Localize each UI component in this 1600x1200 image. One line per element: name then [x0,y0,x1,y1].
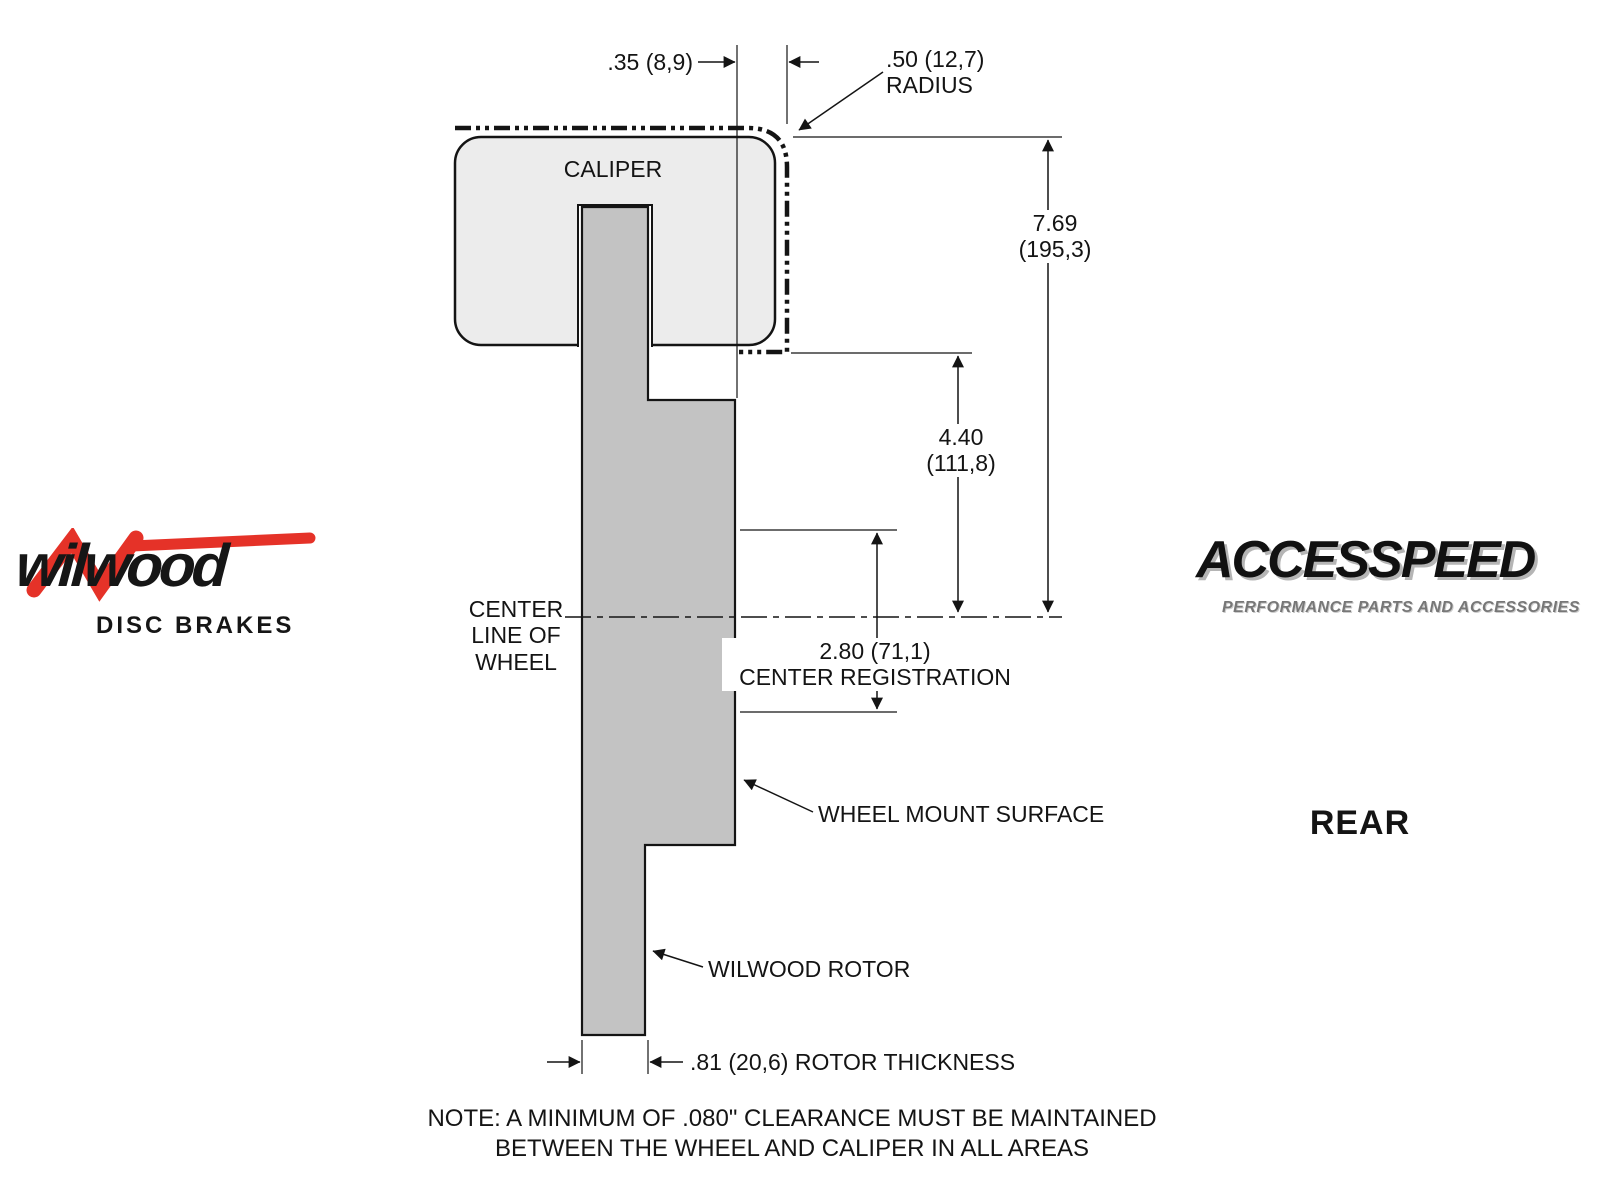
clearance-note-line1: NOTE: A MINIMUM OF .080" CLEARANCE MUST … [427,1105,1157,1132]
accesspeed-logo: ACCESSPEED PERFORMANCE PARTS AND ACCESSO… [1196,531,1580,616]
wheel-clearance-outline [455,125,790,355]
centerline-line1: CENTER [468,596,564,622]
radius-leader [798,71,884,131]
dim-height-text: 7.69 (195,3) [1000,210,1110,263]
wilwood-tagline: DISC BRAKES [96,612,295,639]
dim-rotor-thickness-text: .81 (20,6) ROTOR THICKNESS [690,1049,1016,1075]
position-label: REAR [1309,804,1411,842]
wilwood-wordmark: wilwood [13,532,228,599]
dim-centerreg-text: 2.80 (71,1) CENTER REGISTRATION [722,638,1028,691]
dim-centerreg-line2: CENTER REGISTRATION [739,664,1011,691]
clearance-note-line2: BETWEEN THE WHEEL AND CALIPER IN ALL ARE… [495,1135,1089,1162]
dim-radius-line2: RADIUS [886,72,973,99]
wilwood-rotor-label: WILWOOD ROTOR [708,956,911,982]
caliper-label: CALIPER [563,156,663,182]
wilwood-swoosh-w [26,528,144,602]
dim-offset-text: .35 (8,9) [607,49,693,75]
accesspeed-wordmark: ACCESSPEED [1196,531,1536,589]
rotor-leader [652,948,704,968]
centerline-label: CENTER LINE OF WHEEL [441,596,591,675]
dim-drop-text: 4.40 (111,8) [907,424,1015,477]
wilwood-swoosh-streak [126,532,316,552]
wheel-mount-leader [743,779,814,813]
dim-height-line2: (195,3) [1018,236,1092,263]
wilwood-logo: wilwood DISC BRAKES [12,528,322,653]
dim-radius-line1: .50 (12,7) [886,46,985,72]
dim-centerreg-line1: 2.80 (71,1) [819,638,931,664]
dim-height-line1: 7.69 [1032,210,1078,236]
wheel-mount-surface-label: WHEEL MOUNT SURFACE [818,801,1105,827]
centerline-line2: LINE OF [471,622,561,649]
clearance-note: NOTE: A MINIMUM OF .080" CLEARANCE MUST … [292,1104,1292,1164]
dim-drop-line1: 4.40 [938,424,984,450]
dim-drop-line2: (111,8) [926,450,996,477]
wilwood-swoosh [26,528,316,602]
accesspeed-tagline: PERFORMANCE PARTS AND ACCESSORIES [1222,599,1580,616]
centerline-line3: WHEEL [475,648,557,675]
dim-radius-text: .50 (12,7) RADIUS [886,46,984,99]
rotor-shape [580,205,737,1037]
